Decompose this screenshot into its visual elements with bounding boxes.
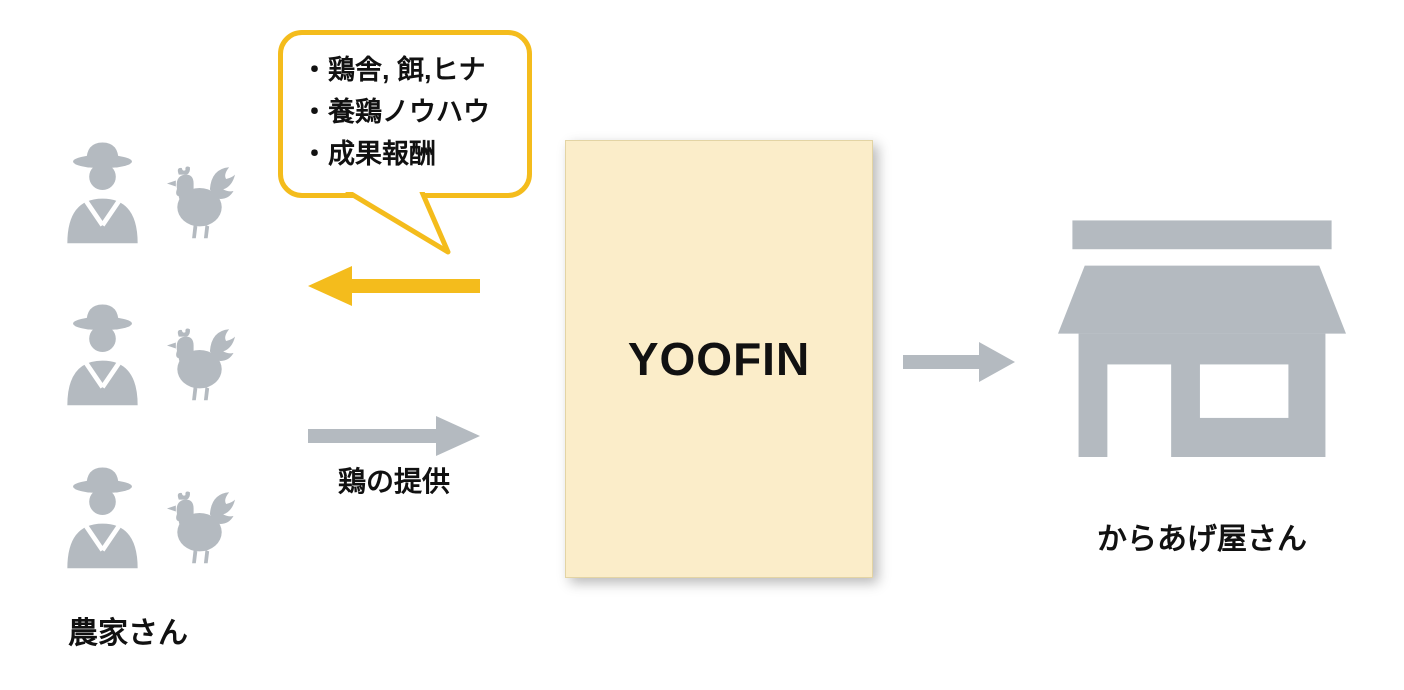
supply-label: 鶏の提供 (337, 466, 450, 497)
shop-label: からあげ屋さん (1097, 523, 1307, 556)
shop-icon (1058, 220, 1346, 483)
arrow-right-supply-icon (308, 416, 480, 456)
arrow-left-yellow-icon (308, 266, 480, 306)
bubble-line: ・鶏舎, 餌,ヒナ (301, 55, 486, 85)
yoofin-box: YOOFIN (565, 140, 873, 578)
chicken-icon (164, 318, 238, 410)
yoofin-label: YOOFIN (627, 333, 811, 385)
farmer-row (55, 290, 240, 410)
farmer-row (55, 453, 240, 573)
bubble-line: ・成果報酬 (301, 139, 436, 169)
farmer-row (55, 128, 240, 248)
farmer-icon (55, 458, 150, 573)
farmer-icon (55, 133, 150, 248)
arrow-right-shop-icon (903, 342, 1015, 382)
chicken-icon (164, 156, 238, 248)
speech-bubble: ・鶏舎, 餌,ヒナ ・養鶏ノウハウ ・成果報酬 (278, 30, 532, 198)
bubble-line: ・養鶏ノウハウ (301, 97, 490, 127)
farmer-icon (55, 295, 150, 410)
chicken-icon (164, 481, 238, 573)
speech-bubble-tail (345, 192, 451, 255)
farmers-label: 農家さん (68, 617, 188, 650)
